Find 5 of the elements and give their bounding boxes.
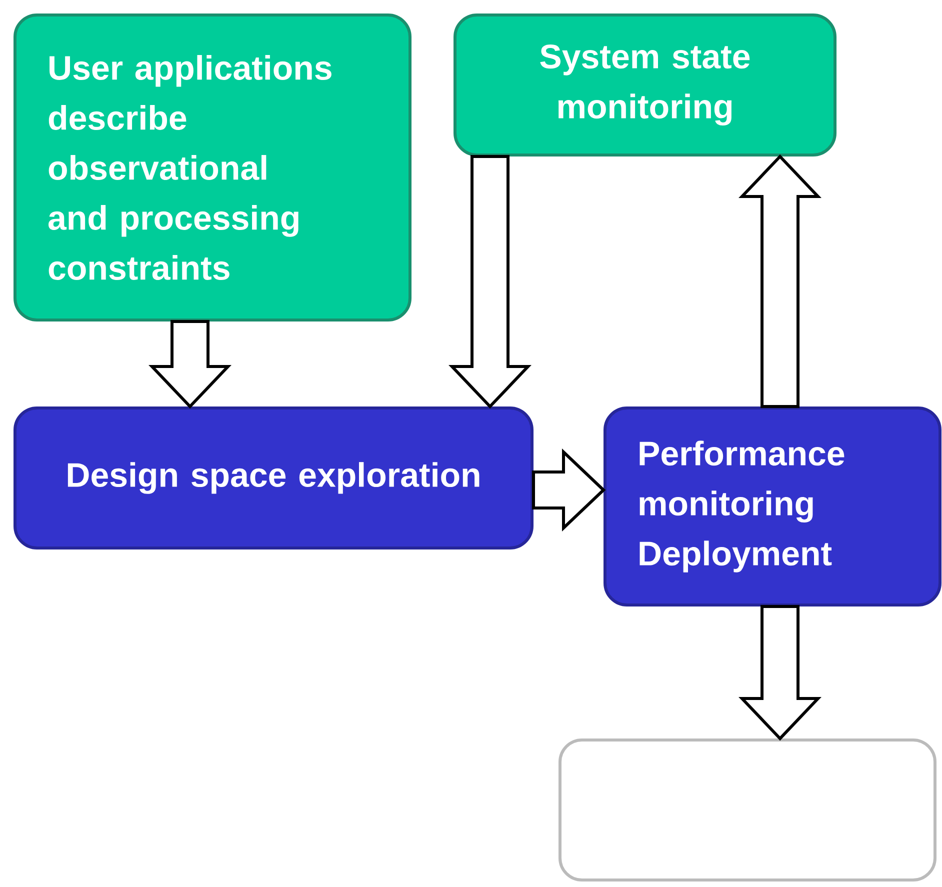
empty-box: [558, 738, 936, 882]
process-box: Performance monitoring Deployment: [604, 406, 942, 606]
process-box: Design space exploration: [14, 406, 534, 550]
process-box: System state monitoring: [454, 14, 836, 156]
process-box: User applications describe observational and processing constraints: [14, 14, 412, 322]
